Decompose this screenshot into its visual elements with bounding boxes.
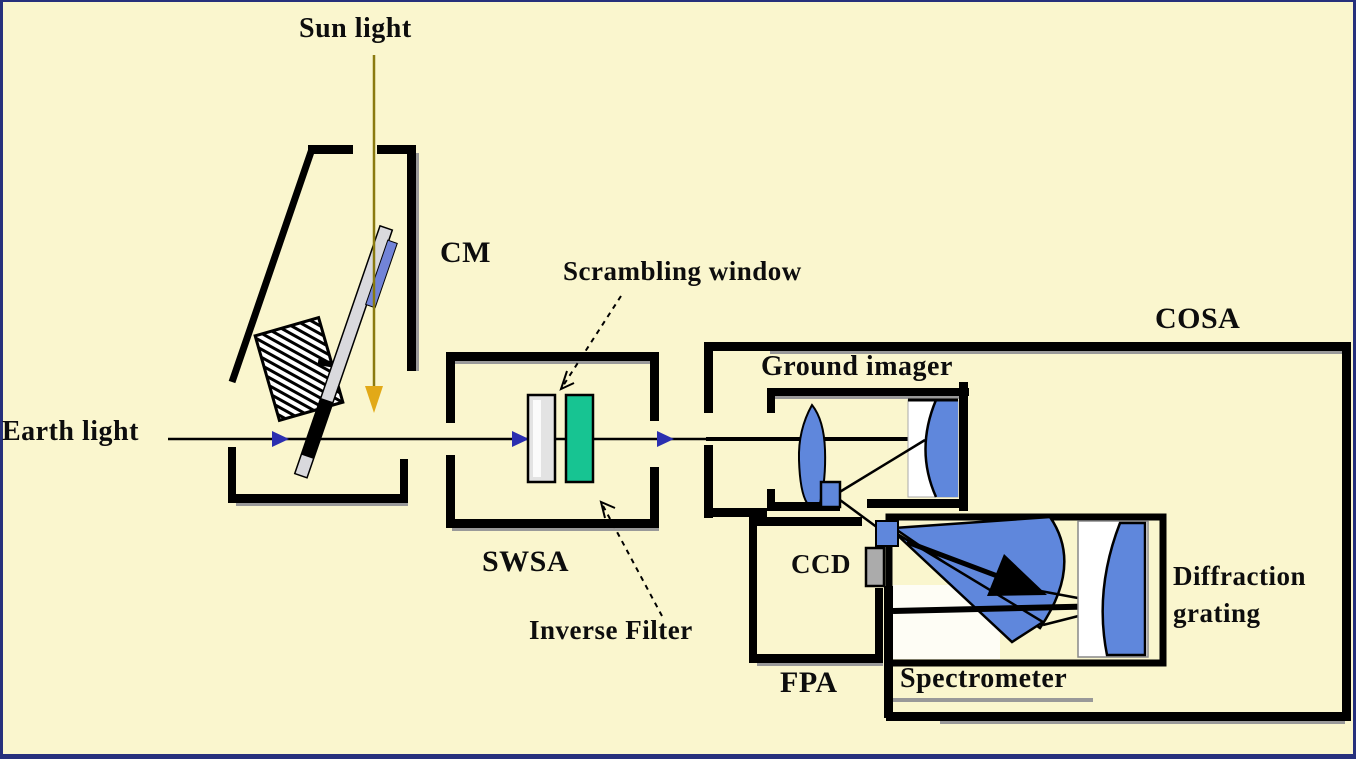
fpa-label: FPA [780, 666, 838, 699]
scrambling-pointer-arrowhead-icon [559, 370, 575, 391]
cosa-right-wall [1342, 342, 1351, 721]
fpa-bottom-shadow [757, 663, 883, 666]
swsa-bottom-wall [446, 519, 659, 528]
swsa-right-wall-upper [650, 352, 659, 421]
diffraction-grating-element [1077, 520, 1149, 658]
sun-beam [365, 55, 383, 413]
imager-bottom-left-wall [767, 502, 840, 511]
scrambling-window-element [526, 393, 557, 484]
spectrometer-shadow [893, 698, 1093, 702]
fpa-box [749, 517, 886, 666]
inverse-pointer-line [600, 501, 663, 617]
diffraction-grating-label: Diffraction grating [1173, 558, 1306, 632]
cm-drive-mechanism [253, 315, 345, 423]
cm-assembly [228, 145, 419, 506]
cm-top-right-wall [377, 145, 413, 154]
swsa-top-shadow [452, 361, 659, 364]
swsa-label: SWSA [482, 545, 570, 578]
fpa-top-wall [749, 517, 862, 526]
beam-arrowhead-2-icon [512, 431, 529, 447]
cosa-label: COSA [1155, 302, 1241, 335]
scrambling-window-label: Scrambling window [563, 256, 802, 286]
inverse-filter-label: Inverse Filter [529, 615, 693, 645]
imager-concave-mirror [907, 398, 959, 498]
cosa-top-wall [704, 342, 1351, 351]
imager-to-slit-ray [839, 498, 879, 530]
diffracted-beam [892, 603, 1111, 614]
beam-arrowhead-1-icon [272, 431, 289, 447]
beam-arrowhead-3-icon [657, 431, 674, 447]
fpa-left-wall [749, 517, 757, 663]
cm-bottom-right-wall [400, 459, 408, 503]
imager-lens [797, 403, 827, 504]
inverse-filter-pointer [599, 500, 663, 617]
cosa-top-shadow [770, 351, 1345, 354]
inverse-pointer-arrowhead-icon [599, 500, 616, 519]
scrambling-window-pointer [559, 295, 622, 391]
imager-bottom-left-tick [767, 489, 775, 511]
cm-bottom-wall-shadow [236, 503, 408, 506]
spectrometer-beam-wedge [893, 530, 1046, 644]
cosa-bottom-shadow [940, 721, 1345, 724]
ccd-label: CCD [791, 549, 851, 579]
right-margin [1356, 0, 1367, 759]
ground-imager-label: Ground imager [761, 351, 953, 382]
cm-drive-hatched-box [253, 315, 345, 423]
swsa-right-wall-lower [650, 467, 659, 528]
swsa-top-wall [446, 352, 659, 361]
mirror-arm-dark-segment [301, 397, 334, 459]
cosa-left-stub-wall [704, 508, 767, 517]
cosa-bottom-wall [886, 712, 1351, 721]
cm-right-wall-shadow [416, 153, 419, 371]
ccd-detector [864, 546, 886, 588]
swsa-bottom-shadow [452, 528, 659, 531]
scrambling-pointer-line [560, 295, 622, 390]
imager-mirror-blue [925, 400, 958, 497]
diffraction-grating-label-line1: Diffraction [1173, 561, 1306, 591]
imager-bottom-right-wall [867, 499, 968, 508]
grating-blue-surface [1101, 521, 1147, 657]
fan-arrow-shaft [906, 539, 1001, 580]
scrambling-window-highlight [533, 400, 541, 477]
spectrometer-slit [875, 520, 899, 547]
spectrometer-beam-fan [890, 515, 1066, 630]
imager-fold-mirror [819, 480, 842, 509]
inverse-filter-element [564, 393, 595, 484]
imager-left-tick [767, 388, 775, 413]
imager-mirror-curve [924, 399, 938, 498]
fpa-bottom-wall [749, 654, 883, 663]
cm-top-left-wall [308, 145, 353, 154]
sun-light-label: Sun light [299, 13, 412, 44]
swsa-box [446, 352, 659, 531]
fpa-right-wall [875, 588, 883, 658]
cm-diagonal-wall [228, 147, 316, 384]
ground-imager-box [767, 382, 969, 530]
cosa-left-wall-lower [704, 445, 713, 518]
cm-right-wall [407, 145, 416, 371]
imager-top-shadow [775, 396, 965, 399]
spectrometer-wall [885, 513, 1167, 667]
cm-label: CM [440, 236, 491, 269]
earth-light-label: Earth light [2, 416, 139, 447]
imager-fold-ray [837, 438, 926, 495]
imager-top-wall [767, 388, 969, 396]
cm-bottom-wall [228, 494, 408, 503]
spectrometer-box [875, 513, 1167, 702]
cm-bottom-left-wall [228, 447, 236, 502]
swsa-left-wall-upper [446, 352, 455, 423]
sun-beam-arrowhead-icon [365, 386, 383, 413]
swsa-left-wall-lower [446, 455, 455, 528]
cosa-left-wall-upper [704, 342, 713, 413]
fan-arrowhead-icon [987, 554, 1047, 596]
diffraction-grating-label-line2: grating [1173, 598, 1261, 628]
imager-right-wall [959, 382, 968, 511]
spectrometer-label: Spectrometer [900, 663, 1068, 694]
